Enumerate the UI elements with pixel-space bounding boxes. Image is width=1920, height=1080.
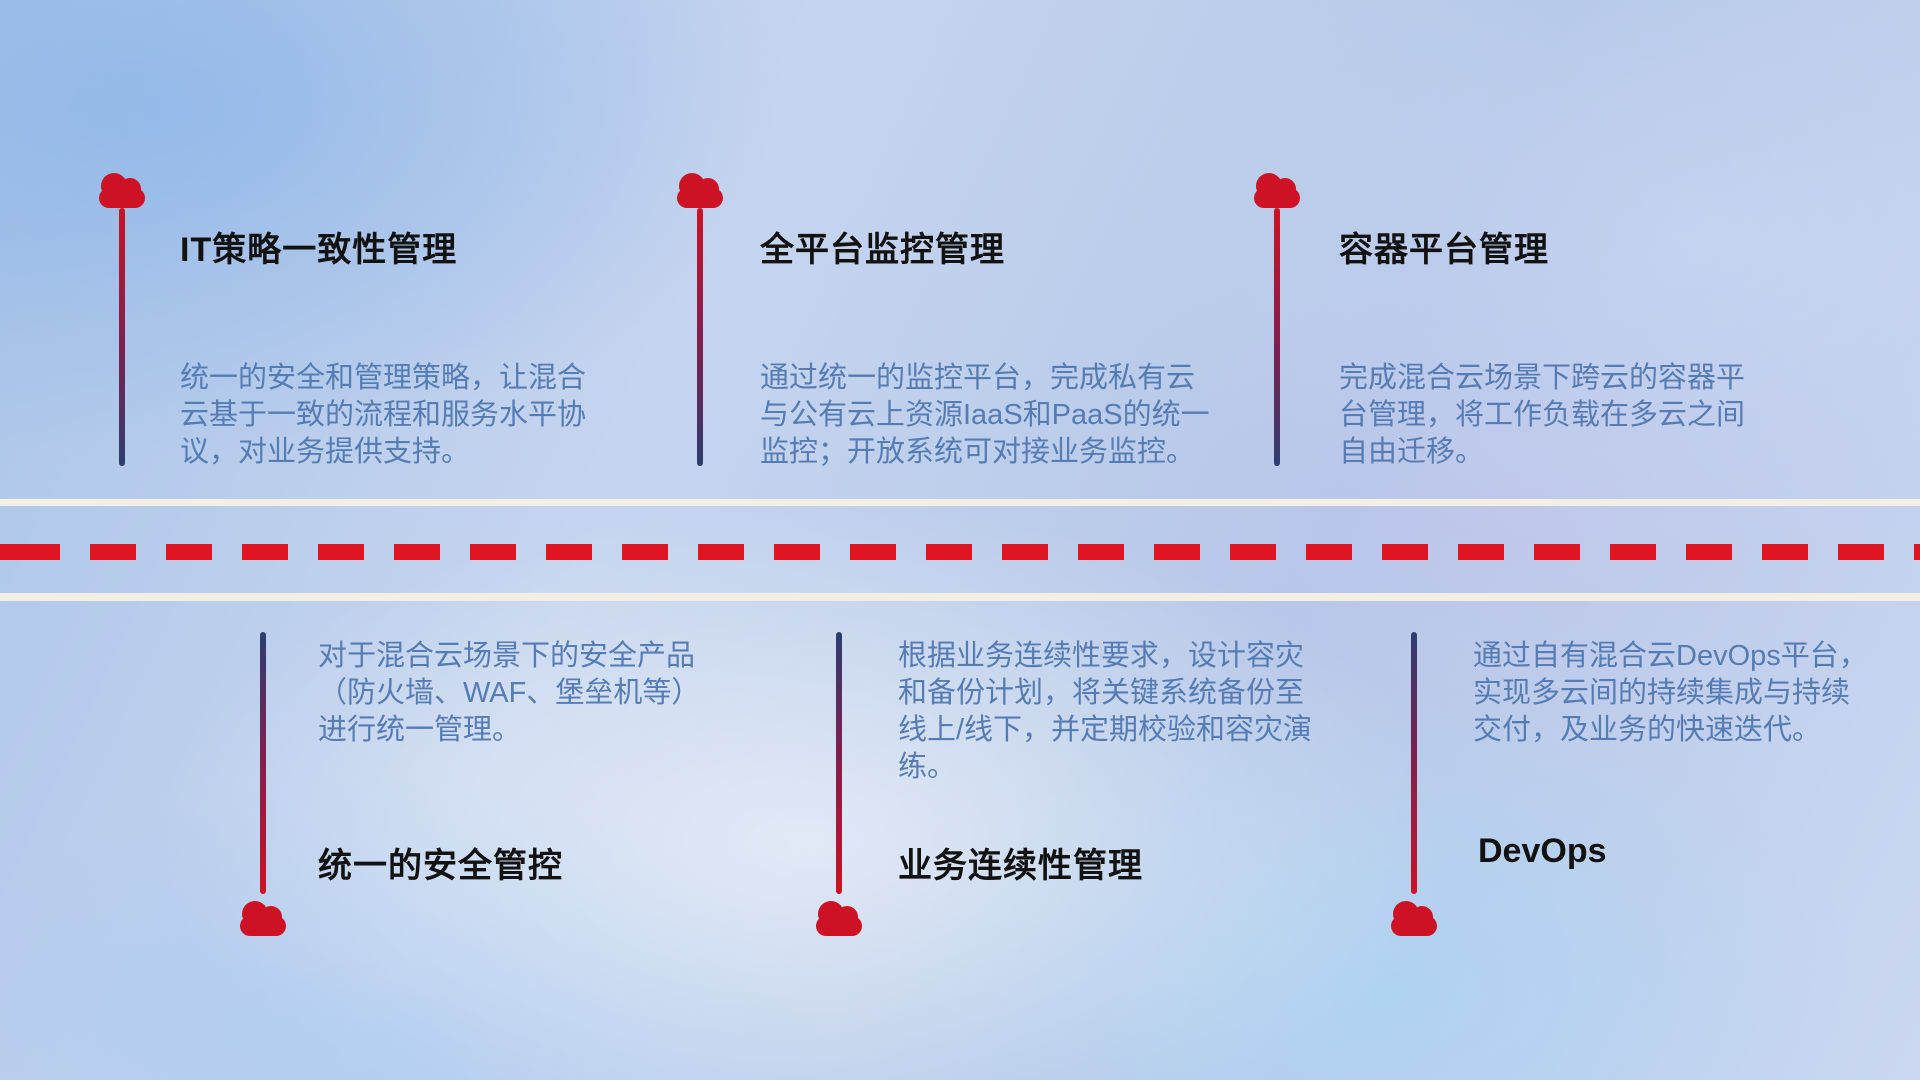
cloud-icon bbox=[1248, 168, 1306, 210]
item-title: 统一的安全管控 bbox=[318, 847, 563, 885]
item-description: 根据业务连续性要求，设计容灾和备份计划，将关键系统备份至线上/线下，并定期校验和… bbox=[898, 640, 1313, 783]
road-dashed-centerline bbox=[0, 544, 1920, 560]
cloud-icon bbox=[810, 896, 868, 938]
item-title: IT策略一致性管理 bbox=[180, 231, 458, 269]
item-title: 业务连续性管理 bbox=[898, 847, 1143, 885]
road-edge-top bbox=[0, 499, 1920, 506]
item-description: 通过自有混合云DevOps平台，实现多云间的持续集成与持续交付，及业务的快速迭代… bbox=[1473, 640, 1868, 746]
connector-line bbox=[260, 632, 266, 894]
road-edge-bottom bbox=[0, 593, 1920, 601]
item-description: 完成混合云场景下跨云的容器平台管理，将工作负载在多云之间自由迁移。 bbox=[1339, 362, 1746, 468]
connector-line bbox=[697, 208, 703, 466]
item-title: 全平台监控管理 bbox=[760, 231, 1005, 269]
item-description: 通过统一的监控平台，完成私有云与公有云上资源IaaS和PaaS的统一监控；开放系… bbox=[760, 362, 1210, 468]
item-description: 统一的安全和管理策略，让混合云基于一致的流程和服务水平协议，对业务提供支持。 bbox=[180, 362, 587, 468]
item-title: DevOps bbox=[1478, 832, 1607, 870]
item-title: 容器平台管理 bbox=[1339, 231, 1549, 269]
cloud-icon bbox=[671, 168, 729, 210]
item-description: 对于混合云场景下的安全产品（防火墙、WAF、堡垒机等）进行统一管理。 bbox=[318, 640, 701, 746]
cloud-icon bbox=[1385, 896, 1443, 938]
connector-line bbox=[119, 208, 125, 466]
connector-line bbox=[1274, 208, 1280, 466]
connector-line bbox=[1411, 632, 1417, 894]
cloud-icon bbox=[234, 896, 292, 938]
connector-line bbox=[836, 632, 842, 894]
cloud-icon bbox=[93, 168, 151, 210]
